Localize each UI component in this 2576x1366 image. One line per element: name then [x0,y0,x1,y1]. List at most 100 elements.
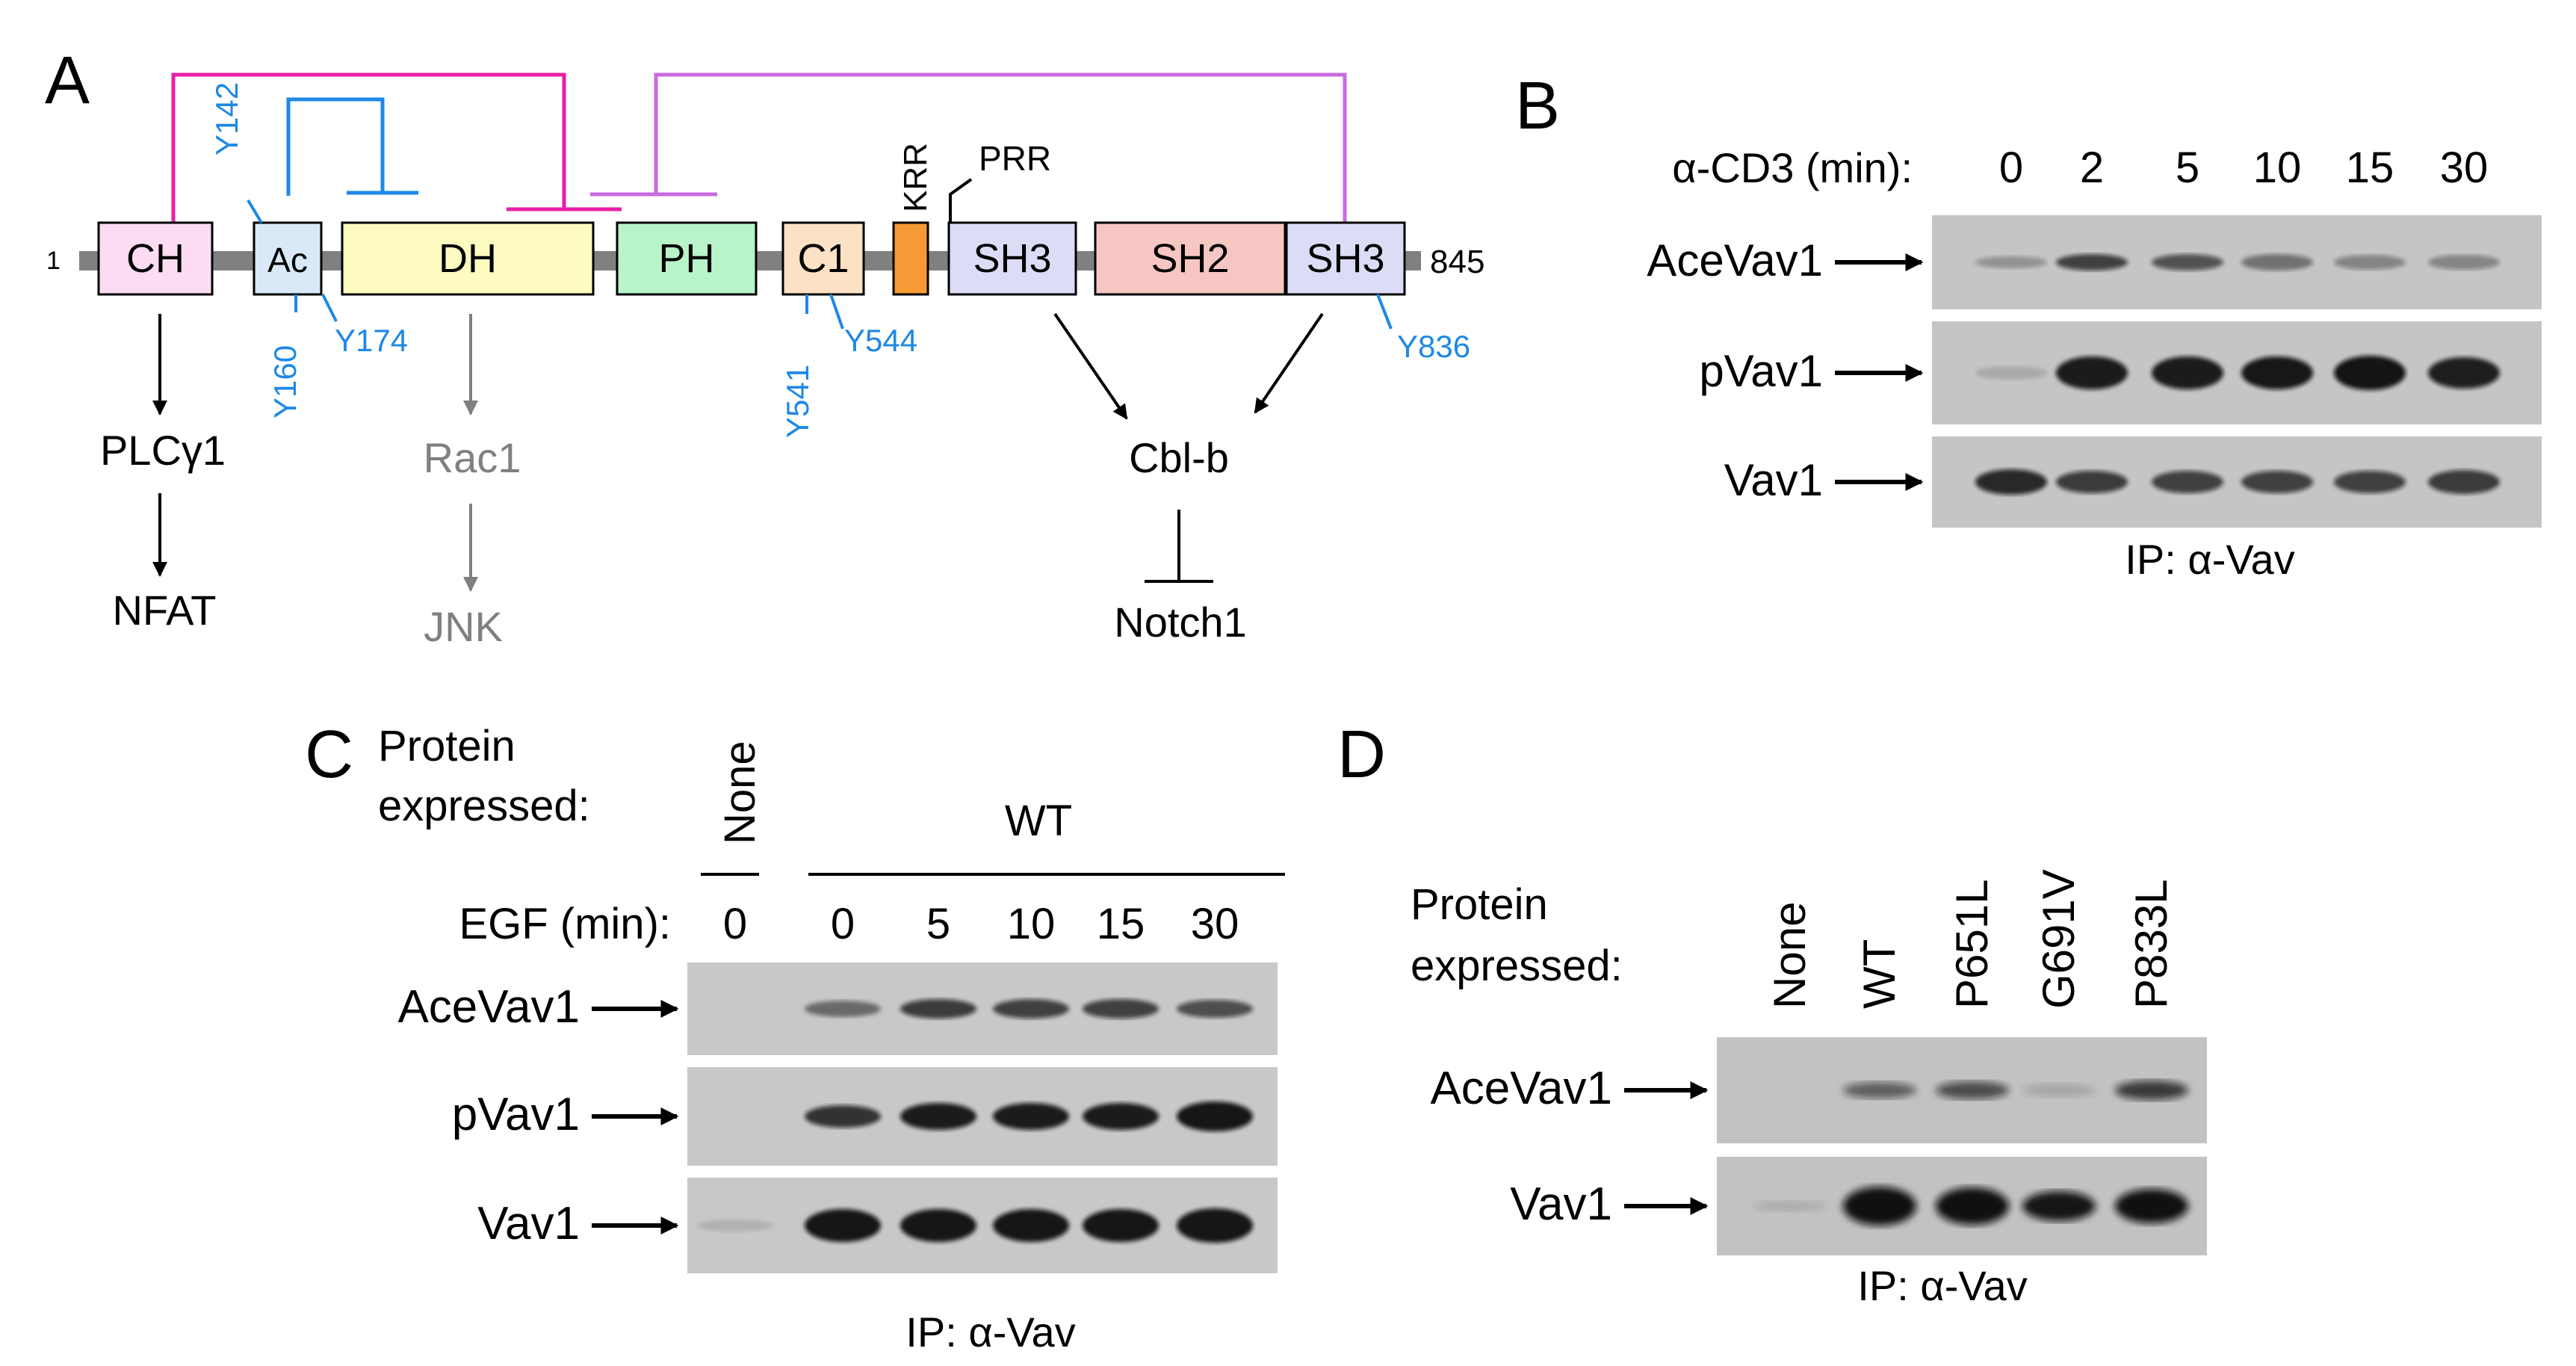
panel-c-blot-acevav1-label: AceVav1 [397,981,580,1033]
domain-c1: C1 [781,221,865,296]
panel-c-blot-pvav1-label: pVav1 [452,1089,580,1140]
panel-d-lane-label: G691V [2034,869,2084,1009]
panel-c-timepoint: 0 [723,900,747,948]
tyrosine-sites [247,199,1393,330]
panel-c-blot-acevav1-band-2 [805,1001,881,1017]
panel-d-blot-vav1-band-3 [1936,1187,2009,1225]
panel-c-timepoint: 5 [926,900,950,948]
panel-d-blot-vav1-band-5 [2115,1189,2188,1223]
panel-d-ip-label: IP: α-Vav [1857,1262,2027,1309]
panel-c-blot-acevav1 [687,962,1278,1055]
notch1-label: Notch1 [1114,599,1246,646]
panel-c-timepoint: 15 [1097,900,1145,948]
panel-c-blot-pvav1-band-2 [805,1105,881,1128]
domain-ph-label: PH [658,236,714,281]
panel-b-blot-vav1-band-3 [2152,471,2223,493]
panel-a-letter: A [45,43,90,118]
y160-label: Y160 [267,345,303,418]
y174-label: Y174 [335,323,408,358]
domain-sh3-n-label: SH3 [973,236,1051,281]
ac-dh-inhibition-bracket [286,97,418,196]
panel-b-timepoint: 2 [2080,143,2104,192]
panel-d-lane-label: P833L [2126,880,2176,1010]
panel-a: A 1 845 CH Ac DH PH C1 [45,43,1484,650]
cblb-inhibits-notch1 [1145,510,1213,583]
panel-c-treatment-label: EGF (min): [459,900,671,948]
panel-c-protein-label-2: expressed: [378,782,590,830]
start-residue: 1 [46,247,61,275]
panel-c-blot-vav1 [687,1178,1278,1273]
panel-b-blot-vav1-band-2 [2056,471,2128,493]
panel-b-blot-pvav1-label: pVav1 [1699,346,1823,396]
panel-c-blot-pvav1 [687,1067,1278,1166]
panel-c-blot-vav1-band-3 [900,1209,976,1242]
domain-dh-label: DH [439,236,497,281]
sh3n-to-cblb-arrow [1053,312,1128,420]
panel-c: C Protein expressed: None WT EGF (min): … [305,717,1285,1356]
domain-sh3-n: SH3 [947,221,1077,296]
panel-b-timepoint: 0 [1999,143,2023,192]
domain-sh2: SH2 [1094,221,1287,296]
panel-b-blot-acevav1 [1932,215,2542,309]
sh3c-to-cblb-arrow [1254,312,1324,414]
panel-b-timepoint: 5 [2176,143,2199,192]
panel-c-blot-acevav1-band-4 [993,999,1069,1019]
ch-dh-inhibition-bracket [171,72,622,223]
panel-c-blot-acevav1-band-5 [1083,999,1159,1019]
panel-b-timepoint: 10 [2253,143,2302,192]
panel-d-blot-acevav1-band-2 [1843,1082,1916,1098]
domain-ac: Ac [253,221,323,296]
panel-c-timepoint: 10 [1007,900,1056,948]
panel-b-blot-pvav1 [1932,321,2542,424]
panel-b-blot-pvav1-band-5 [2334,356,2406,390]
panel-c-blot-acevav1-band-6 [1177,1000,1253,1018]
rac1-label: Rac1 [424,434,521,481]
panel-c-blot-pvav1-band-3 [900,1103,976,1130]
panel-d-lane-label: WT [1854,939,1904,1009]
domain-ph: PH [616,221,758,296]
panel-c-blot-vav1-band-4 [993,1209,1069,1242]
jnk-label: JNK [424,603,503,650]
panel-d-lane-label: P651L [1947,880,1997,1010]
panel-d-blot-vav1-band-4 [2022,1191,2096,1221]
panel-c-ip-label: IP: α-Vav [905,1308,1075,1356]
prr-label: PRR [979,139,1051,178]
prr-pointer [949,178,973,223]
panel-b-timepoint: 30 [2440,143,2489,192]
krr-label: KRR [897,143,934,212]
panel-d-protein-label-1: Protein [1411,880,1548,929]
panel-c-protein-label-1: Protein [378,722,515,770]
panel-c-letter: C [305,717,353,792]
y142-label: Y142 [209,82,244,155]
plcg1-label: PLCγ1 [100,427,226,474]
panel-b-blot-vav1-band-6 [2428,470,2500,494]
domain-ch-label: CH [126,236,185,281]
panel-c-timepoint: 30 [1191,900,1239,948]
panel-c-blot-acevav1-band-3 [900,999,976,1019]
domain-ch: CH [97,221,214,296]
panel-d-blot-acevav1 [1717,1037,2207,1143]
panel-b-blot-acevav1-band-3 [2152,254,2223,271]
panel-c-blot-vav1-band-6 [1177,1208,1253,1243]
panel-b-blot-pvav1-band-3 [2152,356,2223,389]
panel-d-blot-vav1 [1717,1157,2207,1255]
nfat-label: NFAT [113,587,217,634]
panel-d-protein-label-2: expressed: [1411,942,1623,990]
domain-sh3-c-label: SH3 [1306,236,1384,281]
panel-d-blot-vav1-band-2 [1843,1187,1916,1226]
panel-d-blot-acevav1-band-5 [2115,1081,2188,1100]
panel-c-blot-vav1-band-5 [1083,1209,1159,1242]
panel-d-blot-acevav1-band-4 [2022,1084,2096,1097]
domain-dh: DH [341,221,595,296]
panel-b-blot-acevav1-band-4 [2241,254,2313,271]
end-residue: 845 [1430,244,1484,280]
panel-c-timepoint: 0 [831,900,855,948]
panel-c-blot-vav1-label: Vav1 [477,1198,580,1249]
y544-label: Y544 [844,323,917,358]
